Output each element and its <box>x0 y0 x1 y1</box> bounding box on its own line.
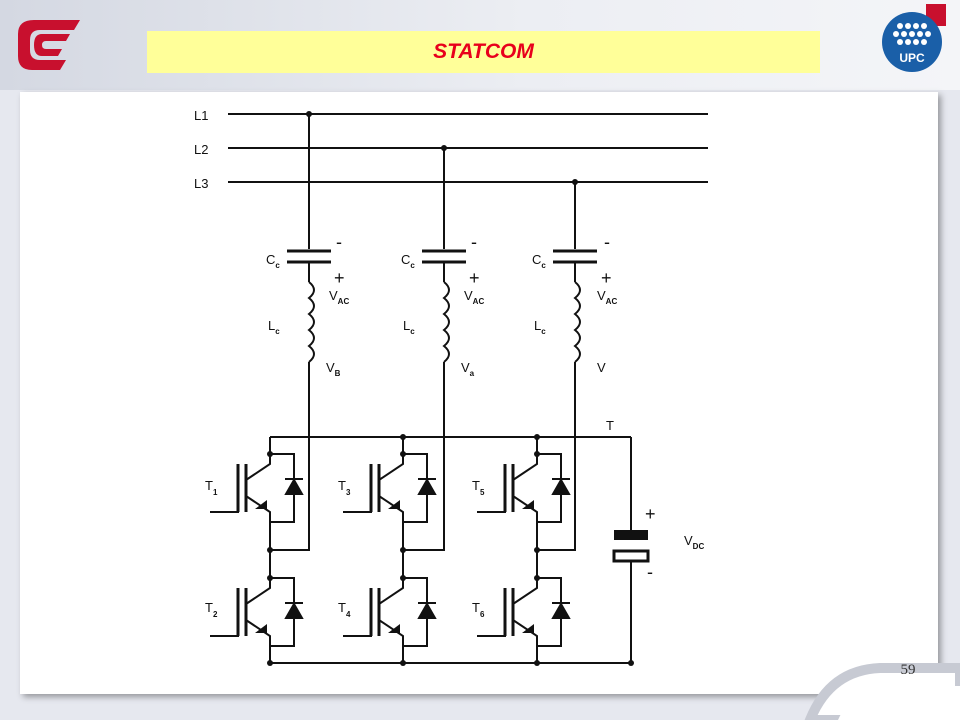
page-number: 59 <box>900 662 916 678</box>
dc-minus: - <box>647 562 653 582</box>
igbt-t2 <box>208 576 305 648</box>
upc-logo: UPC <box>880 4 946 74</box>
transistor-label-t4: T4 <box>338 600 351 619</box>
transistor-label-t6: T6 <box>472 600 485 619</box>
content-panel <box>20 92 938 694</box>
phase1-cap-label: Cc <box>266 252 280 270</box>
phase1-plus: + <box>334 268 345 288</box>
upc-logo-icon: UPC <box>882 4 946 72</box>
igbt-t3 <box>341 452 438 524</box>
phase3-v-label: V <box>597 360 606 375</box>
line-label-l2: L2 <box>194 142 208 157</box>
line-label-l3: L3 <box>194 176 208 191</box>
phase3-plus: + <box>601 268 612 288</box>
phase1-vac-label: VAC <box>329 288 349 306</box>
phase2-minus: - <box>471 232 477 252</box>
transistor-label-t3: T3 <box>338 478 351 497</box>
phase2-plus: + <box>469 268 480 288</box>
phase3-vac-label: VAC <box>597 288 617 306</box>
phase2-v-label: Va <box>461 360 475 378</box>
igbt-t6 <box>475 576 572 648</box>
phase3-ind-label: Lc <box>534 318 546 336</box>
phase2-cap-label: Cc <box>401 252 415 270</box>
igbt-t1 <box>208 452 305 524</box>
phase2-vac-label: VAC <box>464 288 484 306</box>
line-label-l1: L1 <box>194 108 208 123</box>
phase2-ind-label: Lc <box>403 318 415 336</box>
phase3-minus: - <box>604 232 610 252</box>
phase1-v-label: VB <box>326 360 341 378</box>
igbt-t5 <box>475 452 572 524</box>
slide-title: STATCOM <box>433 40 534 63</box>
corner-decoration <box>804 663 960 720</box>
transistor-label-t5: T5 <box>472 478 485 497</box>
vdc-label: VDC <box>684 533 704 551</box>
cc-logo-icon <box>18 20 80 70</box>
dc-plus: + <box>645 504 656 524</box>
igbt-t4 <box>341 576 438 648</box>
dc-top-mark: T <box>606 418 614 433</box>
transistor-label-t1: T1 <box>205 478 218 497</box>
title-bar: STATCOM <box>147 31 820 73</box>
phase1-minus: - <box>336 232 342 252</box>
transistor-label-t2: T2 <box>205 600 218 619</box>
phase3-cap-label: Cc <box>532 252 546 270</box>
upc-logo-text: UPC <box>899 51 925 65</box>
phase1-ind-label: Lc <box>268 318 280 336</box>
